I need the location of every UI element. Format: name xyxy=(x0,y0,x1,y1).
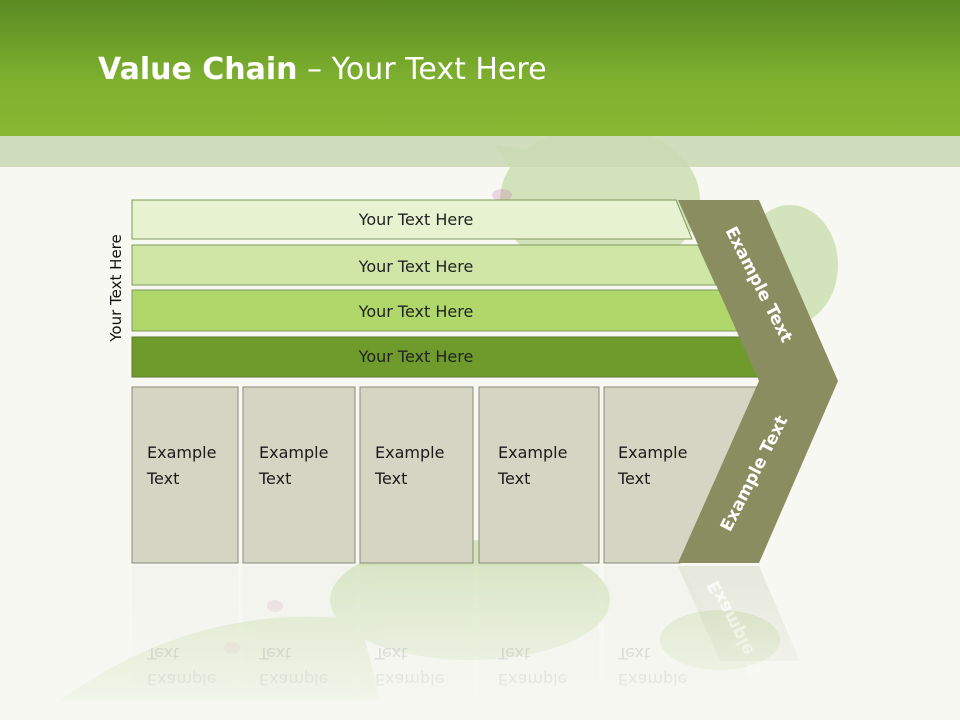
chevron-shape xyxy=(678,200,838,563)
svg-text:Example: Example xyxy=(618,443,687,462)
box-3-line2: Text xyxy=(374,469,407,488)
bar-3: Your Text Here xyxy=(131,289,740,332)
bar-2-shape xyxy=(131,244,717,286)
svg-text:Text: Text xyxy=(374,469,407,488)
svg-text:Text: Text xyxy=(258,469,291,488)
svg-text:Text: Text xyxy=(617,469,650,488)
bar-1: Your Text Here xyxy=(131,199,693,240)
svg-text:Example: Example xyxy=(375,443,444,462)
box-4-line2: Text xyxy=(497,469,530,488)
title-bar xyxy=(0,0,960,136)
bar-2-label: Your Text Here xyxy=(358,257,474,276)
reflection-fade xyxy=(0,566,960,720)
box-3-shape xyxy=(359,386,474,564)
box-2: Example Text xyxy=(242,386,356,564)
box-2-shape xyxy=(242,386,356,564)
box-4-line1: Example xyxy=(498,443,567,462)
bar-3-label: Your Text Here xyxy=(358,302,474,321)
box-3: Example Text xyxy=(359,386,474,564)
svg-text:Text: Text xyxy=(497,469,530,488)
box-1-shape xyxy=(131,386,239,564)
box-4-shape xyxy=(478,386,600,564)
box-2-line1: Example xyxy=(259,443,328,462)
title-underband xyxy=(0,136,960,167)
svg-text:Example: Example xyxy=(498,443,567,462)
box-5-line2: Text xyxy=(617,469,650,488)
box-1: Example Text xyxy=(131,386,239,564)
bar-4-label: Your Text Here xyxy=(358,347,474,366)
bar-2: Your Text Here xyxy=(131,244,717,286)
bar-1-shape xyxy=(131,199,693,240)
bar-1-label: Your Text Here xyxy=(358,210,474,229)
svg-text:Text: Text xyxy=(146,469,179,488)
svg-text:Example: Example xyxy=(259,443,328,462)
box-3-line1: Example xyxy=(375,443,444,462)
box-5-line1: Example xyxy=(618,443,687,462)
bar-4: Your Text Here xyxy=(131,336,763,378)
svg-text:Example: Example xyxy=(147,443,216,462)
box-1-line2: Text xyxy=(146,469,179,488)
box-2-line2: Text xyxy=(258,469,291,488)
box-5: Example Text xyxy=(603,386,762,564)
box-4: Example Text xyxy=(478,386,600,564)
slide-title: Value Chain – Your Text Here xyxy=(98,52,547,87)
title-bold: Value Chain xyxy=(98,52,298,87)
title-rest: – Your Text Here xyxy=(297,52,547,87)
box-1-line1: Example xyxy=(147,443,216,462)
